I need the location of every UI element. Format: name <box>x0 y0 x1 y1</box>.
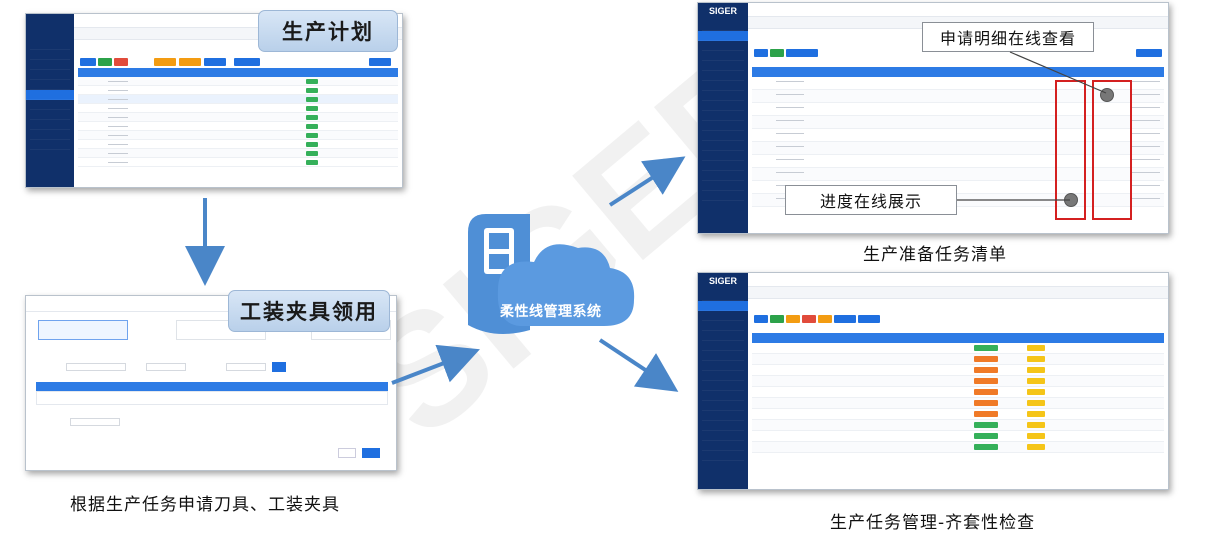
screen-kitting-check: SIGER <box>697 272 1169 490</box>
caption-prep-list: 生产准备任务清单 <box>863 245 1007 265</box>
arrow-center-to-prep <box>608 156 686 207</box>
center-system-label: 柔性线管理系统 <box>500 304 602 320</box>
highlight-detail-column <box>1092 80 1132 220</box>
caption-kitting-check: 生产任务管理-齐套性检查 <box>830 513 1036 533</box>
sidebar: SIGER <box>698 273 748 489</box>
pointer-dot-detail <box>1100 88 1114 102</box>
sidebar: SIGER <box>698 3 748 233</box>
sidebar <box>26 14 74 187</box>
callout-progress-online: 进度在线展示 <box>785 185 957 215</box>
caption-tooling: 根据生产任务申请刀具、工装夹具 <box>70 495 340 515</box>
arrow-tooling-to-center <box>391 344 480 385</box>
logo-text: SIGER <box>708 276 737 286</box>
pointer-dot-progress <box>1064 193 1078 207</box>
arrow-center-to-kitting <box>598 338 679 392</box>
tag-production-plan: 生产计划 <box>258 10 398 52</box>
callout-detail-online: 申请明细在线查看 <box>922 22 1094 52</box>
tag-tooling-request: 工装夹具领用 <box>228 290 390 332</box>
logo-text: SIGER <box>708 6 737 16</box>
